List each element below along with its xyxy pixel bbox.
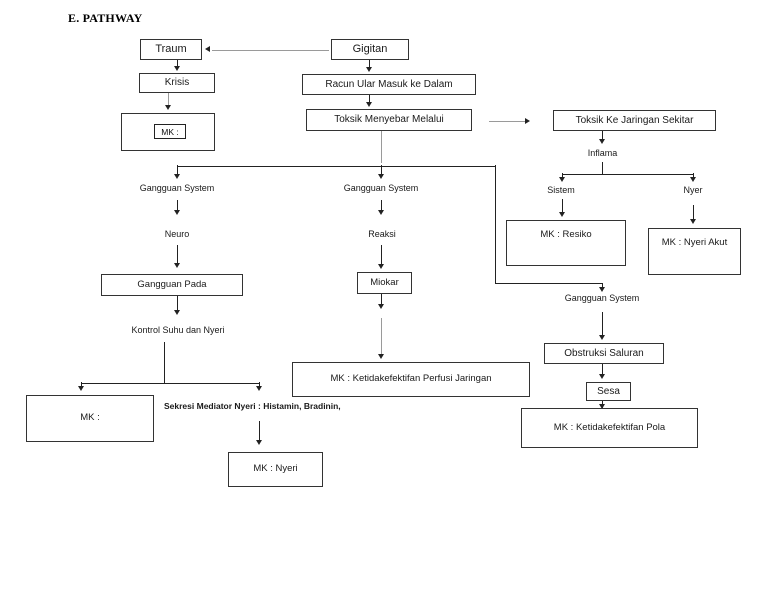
node-mk-perfusi: MK : Ketidakefektifan Perfusi Jaringan [292, 362, 530, 397]
node-mk-resiko: MK : Resiko [506, 220, 626, 266]
node-gangguan-pada: Gangguan Pada [101, 274, 243, 296]
connector-kontrol-split-bar [81, 382, 259, 384]
arrow-down-icon-inflama [598, 139, 605, 144]
connector-reaksi-to-miokar [381, 245, 382, 266]
node-inflama: Inflama [587, 148, 618, 158]
node-toksik-jaringan: Toksik Ke Jaringan Sekitar [553, 110, 716, 131]
connector-distribution-bar [177, 165, 496, 167]
node-kontrol-suhu: Kontrol Suhu dan Nyeri [131, 325, 225, 335]
connector-gangguan-mid-to-reaksi [381, 200, 382, 212]
connector-right-to-gangguan-right [495, 283, 603, 284]
arrow-down-icon-gangguan-mid [377, 174, 384, 179]
connector-down-to-gangguan-right [602, 283, 603, 289]
arrow-down-icon-mk-pola [598, 404, 605, 409]
connector-inflama-stem [602, 162, 603, 174]
arrow-down-icon-toksik-menyebar [365, 102, 372, 107]
connector-krisis-to-mk [168, 93, 169, 107]
node-gigitan: Gigitan [331, 39, 409, 60]
arrow-down-icon-sesa [598, 374, 605, 379]
arrow-down-icon-mk-resiko [558, 212, 565, 217]
node-reaksi: Reaksi [368, 229, 396, 239]
node-sekresi-mediator: Sekresi Mediator Nyeri : Histamin, Bradi… [164, 401, 341, 411]
connector-traum-to-krisis [177, 60, 178, 68]
arrow-down-icon-gangguan-left [173, 174, 180, 179]
connector-jaringan-to-inflama [602, 131, 603, 142]
node-gangguan-system-right: Gangguan System [564, 293, 640, 303]
arrow-down-icon-mk-top [164, 105, 171, 110]
connector-nyer-to-nyeri-akut [693, 205, 694, 221]
arrow-down-icon-mk-blank-bottom [77, 386, 84, 391]
arrow-down-icon-mk-nyeri [255, 440, 262, 445]
connector-bar-to-gangguan-mid [381, 165, 382, 176]
connector-toksik-down-to-bar [381, 131, 382, 163]
node-sesa: Sesa [586, 382, 631, 401]
arrow-right-icon-jaringan [525, 117, 530, 124]
connector-gangguan-left-to-neuro [177, 200, 178, 212]
arrow-down-icon-sekresi [255, 386, 262, 391]
node-nyer: Nyer [683, 185, 703, 195]
connector-inflama-to-sistem [562, 173, 563, 179]
connector-to-mk-blank-bottom [81, 382, 82, 388]
connector-miokar-down [381, 294, 382, 306]
connector-gigitan-to-racun [369, 60, 370, 69]
connector-bar-to-gangguan-left [177, 165, 178, 176]
connector-neuro-to-gangguan-pada [177, 245, 178, 265]
node-miokar: Miokar [357, 272, 412, 294]
arrow-down-icon-nyer [689, 177, 696, 182]
connector-toksik-to-jaringan [489, 121, 527, 122]
connector-gangguan-pada-to-kontrol [177, 296, 178, 312]
arrow-down-icon-miokar-out [377, 304, 384, 309]
connector-to-sekresi [259, 382, 260, 388]
arrow-down-icon-sistem [558, 177, 565, 182]
arrow-down-icon-gangguan-right [598, 287, 605, 292]
node-krisis: Krisis [139, 73, 215, 93]
connector-kontrol-stem [164, 342, 165, 383]
node-mk-nyeri: MK : Nyeri [228, 452, 323, 487]
connector-gigitan-to-traum [212, 49, 329, 51]
connector-racun-to-toksik [369, 95, 370, 104]
node-neuro: Neuro [164, 229, 190, 239]
node-mk-blank-top: MK : [154, 124, 186, 139]
connector-bar-right-drop [495, 165, 496, 284]
connector-sekresi-to-mk-nyeri [259, 421, 260, 442]
arrow-down-icon-mk-nyeri-akut [689, 219, 696, 224]
node-gangguan-system-mid: Gangguan System [343, 183, 419, 193]
node-sistem: Sistem [547, 185, 575, 195]
arrow-down-icon-reaksi [377, 210, 384, 215]
arrow-down-icon-mk-perfusi [377, 354, 384, 359]
connector-sistem-to-resiko [562, 199, 563, 214]
arrow-left-icon-traum [205, 46, 210, 52]
node-mk-nyeri-akut: MK : Nyeri Akut [648, 228, 741, 275]
connector-inflama-split [562, 173, 694, 175]
arrow-down-icon-obstruksi [598, 335, 605, 340]
arrow-down-icon-krisis [173, 66, 180, 71]
node-mk-pola: MK : Ketidakefektifan Pola [521, 408, 698, 448]
node-racun-ular: Racun Ular Masuk ke Dalam [302, 74, 476, 95]
arrow-down-icon-gangguan-pada [173, 263, 180, 268]
node-gangguan-system-left: Gangguan System [139, 183, 215, 193]
node-toksik-menyebar: Toksik Menyebar Melalui [306, 109, 472, 131]
connector-miokar-to-perfusi [381, 318, 382, 356]
connector-inflama-to-nyer [693, 173, 694, 179]
connector-obstruksi-to-sesa [602, 364, 603, 376]
connector-gangguan-right-to-obstruksi [602, 312, 603, 337]
arrow-down-icon-miokar [377, 264, 384, 269]
arrow-down-icon-racun [365, 67, 372, 72]
page-title: E. PATHWAY [68, 11, 143, 25]
node-obstruksi-saluran: Obstruksi Saluran [544, 343, 664, 364]
arrow-down-icon-neuro [173, 210, 180, 215]
node-mk-blank-bottom: MK : [26, 395, 154, 442]
node-traum: Traum [140, 39, 202, 60]
arrow-down-icon-kontrol [173, 310, 180, 315]
